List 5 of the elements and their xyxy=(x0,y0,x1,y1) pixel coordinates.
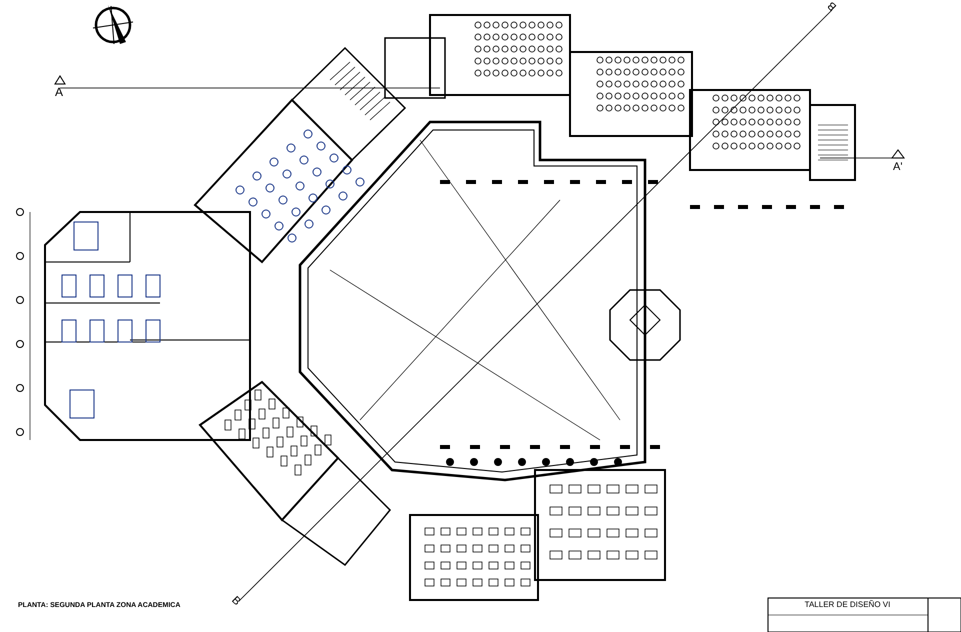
section-label: A' xyxy=(893,162,902,173)
section-label: B xyxy=(229,595,242,608)
project-title: TALLER DE DISEÑO VI xyxy=(804,601,892,609)
section-label: B xyxy=(826,0,840,12)
section-label: A xyxy=(55,86,64,98)
